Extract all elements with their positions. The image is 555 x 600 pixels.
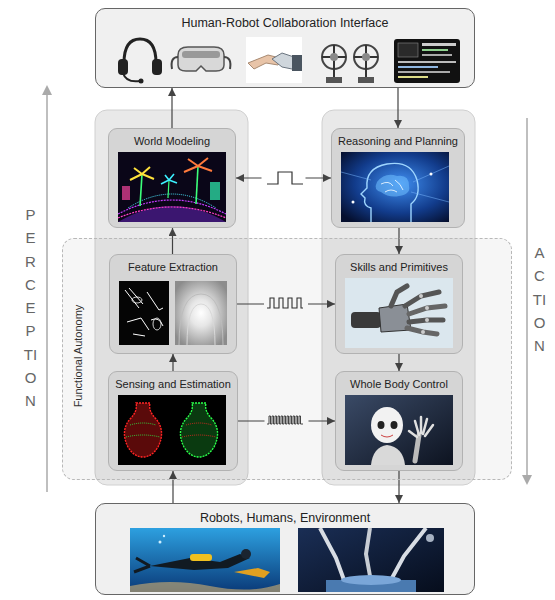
process-box: Whole Body Control bbox=[335, 371, 463, 471]
control-screen-icon bbox=[394, 39, 460, 83]
humanoid-robot bbox=[345, 395, 453, 465]
handshake-icon bbox=[246, 37, 302, 83]
perception-arrow bbox=[46, 90, 48, 492]
node-title: World Modeling bbox=[109, 129, 235, 147]
autonomy-region: Functional Autonomy Feature Extraction Sk… bbox=[62, 238, 512, 480]
flow-arrow bbox=[397, 88, 398, 128]
environment-box: Robots, Humans, Environment bbox=[95, 503, 475, 595]
process-box: Skills and Primitives bbox=[335, 254, 463, 354]
node-title: Human-Robot Collaboration Interface bbox=[96, 9, 474, 30]
node-title: Skills and Primitives bbox=[336, 255, 462, 273]
feature-images bbox=[119, 278, 227, 348]
interface-icons bbox=[96, 33, 474, 87]
process-box: Feature Extraction bbox=[109, 254, 237, 354]
underwater-photo bbox=[130, 528, 280, 592]
node-title: Sensing and Estimation bbox=[109, 372, 237, 390]
node-title: Whole Body Control bbox=[336, 372, 462, 390]
brain-illustration bbox=[341, 152, 449, 222]
flow-arrow bbox=[236, 177, 331, 178]
action-column bbox=[322, 110, 475, 485]
point-cloud-map bbox=[118, 152, 226, 222]
flow-arrow bbox=[171, 88, 172, 128]
node-title: Feature Extraction bbox=[110, 255, 236, 273]
vr-goggles-icon bbox=[172, 47, 231, 71]
perception-column bbox=[95, 110, 248, 485]
environment-photos bbox=[130, 528, 444, 592]
haptic-device-icon bbox=[322, 45, 378, 83]
headset-icon bbox=[118, 39, 162, 84]
process-box: Reasoning and Planning bbox=[331, 128, 465, 228]
surgery-photo bbox=[298, 528, 444, 592]
signal-waveform bbox=[267, 172, 303, 184]
axis-label: PERCEPTION bbox=[23, 203, 38, 412]
robot-hand bbox=[345, 278, 453, 348]
interface-box: Human-Robot Collaboration Interface bbox=[95, 8, 475, 88]
process-box: Sensing and Estimation bbox=[108, 371, 238, 471]
region-label: Functional Autonomy bbox=[72, 305, 84, 408]
axis-label: ACTION bbox=[532, 241, 547, 357]
node-title: Robots, Humans, Environment bbox=[96, 504, 474, 525]
vase-scans bbox=[118, 395, 226, 465]
node-title: Reasoning and Planning bbox=[332, 129, 464, 147]
action-arrow bbox=[526, 118, 528, 480]
process-box: World Modeling bbox=[108, 128, 236, 228]
